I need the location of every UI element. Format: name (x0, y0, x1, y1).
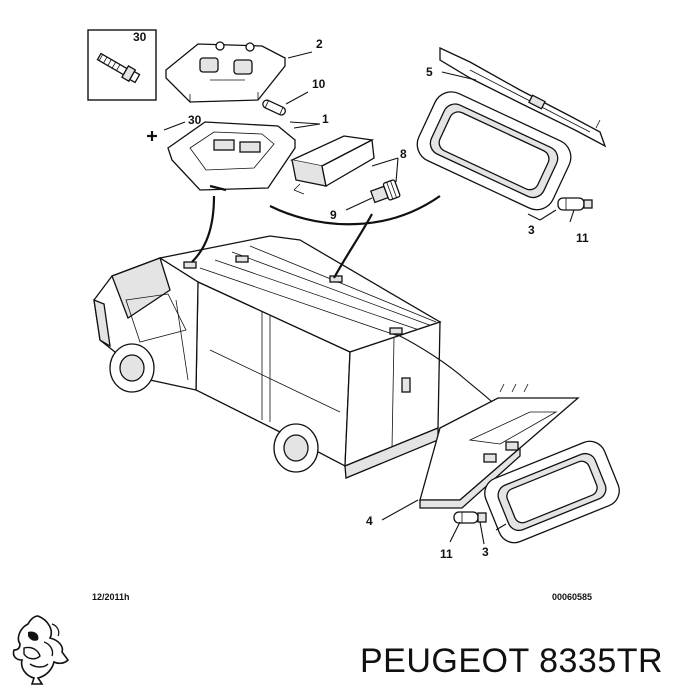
part-bulb (262, 99, 286, 116)
date-code: 12/2011h (92, 592, 130, 602)
callout-9: 9 (330, 208, 337, 222)
part-lower-housing (419, 383, 580, 509)
part-socket (369, 179, 401, 204)
reference-code: 00060585 (552, 592, 592, 602)
callout-11-upper: 11 (576, 231, 589, 245)
part-lower-console (166, 121, 296, 192)
part-caption: PEUGEOT 8335TR (360, 642, 663, 681)
callout-labels: 30 2 10 1 30 8 9 5 3 11 4 11 3 (133, 30, 589, 561)
callout-1: 1 (322, 112, 329, 126)
callout-30-top: 30 (133, 30, 147, 44)
part-lamp-module (289, 135, 375, 195)
part-lower-bulb (453, 511, 487, 524)
part-lower-lens (484, 440, 620, 544)
callout-5: 5 (426, 65, 433, 79)
callout-4: 4 (366, 514, 373, 528)
peugeot-lion-icon (12, 615, 70, 685)
callout-8: 8 (400, 147, 407, 161)
brand-name: PEUGEOT (360, 642, 530, 680)
part-upper-bulb (557, 197, 593, 211)
part-screw-box (87, 29, 157, 101)
callout-2: 2 (316, 37, 323, 51)
part-upper-lens (416, 91, 572, 211)
part-number: 8335TR (539, 642, 664, 680)
callout-3-lower: 3 (482, 545, 489, 559)
callout-11-lower: 11 (440, 547, 453, 561)
part-upper-console (165, 41, 286, 103)
van-illustration (93, 235, 442, 479)
part-trim-strip (439, 46, 607, 148)
connector-lines (191, 195, 493, 403)
callout-3-upper: 3 (528, 223, 535, 237)
callout-30-lower: 30 (188, 113, 202, 127)
leader-lines (163, 51, 575, 545)
plus-icon (147, 131, 157, 141)
callout-10: 10 (312, 77, 326, 91)
